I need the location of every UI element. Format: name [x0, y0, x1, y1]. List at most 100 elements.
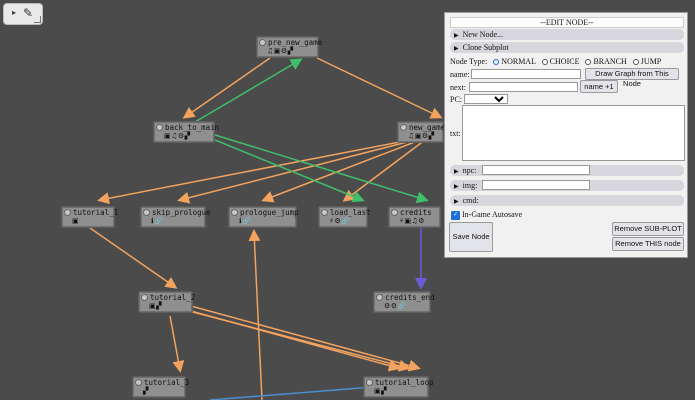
caret-right-icon: ▶: [454, 199, 459, 205]
img-label: img:: [462, 181, 478, 190]
radio-choice[interactable]: [541, 59, 548, 66]
next-input[interactable]: [469, 82, 578, 92]
pc-select[interactable]: [464, 94, 508, 104]
node-new-game[interactable]: new_game ♫▣⚙▞: [397, 121, 446, 143]
remove-subplot-button[interactable]: Remove SUB-PLOT: [612, 222, 684, 236]
radio-normal[interactable]: [493, 59, 500, 66]
name-plus-one-button[interactable]: name +1: [580, 80, 618, 93]
npc-label: npc:: [462, 166, 477, 175]
node-select-dot[interactable]: [64, 209, 71, 216]
node-select-dot[interactable]: [366, 379, 373, 386]
node-tutorial-3[interactable]: tutorial_3 ▞: [132, 376, 190, 398]
node-prologue-jump[interactable]: prologue_jump ℹ🔗: [228, 206, 299, 228]
node-tutorial-2[interactable]: tutorial_2 ▣▞: [138, 291, 195, 313]
clone-subplot-label: Clone Subplot: [462, 43, 509, 52]
play-icon[interactable]: ▸: [12, 8, 17, 17]
node-feature-icons: ▣▞: [149, 302, 162, 310]
node-feature-icons: ▞: [143, 387, 149, 395]
autosave-label: In-Game Autosave: [462, 210, 523, 219]
caret-right-icon: ▶: [454, 33, 459, 39]
node-tutorial-loop[interactable]: tutorial_loop ▣▞: [363, 376, 434, 398]
edge-new-to-prologue: [261, 139, 421, 203]
caret-right-icon: ▶: [454, 46, 459, 52]
node-select-dot[interactable]: [259, 39, 266, 46]
node-title: credits_end: [385, 293, 435, 302]
radio-normal-label: NORMAL: [501, 57, 536, 66]
remove-node-button[interactable]: Remove THIS node: [612, 237, 684, 251]
txt-label: txt:: [450, 129, 461, 138]
node-title: tutorial_3: [144, 378, 190, 387]
node-title: pre_new_game: [268, 38, 323, 47]
radio-branch-label: BRANCH: [593, 57, 627, 66]
node-title: tutorial_loop: [375, 378, 434, 387]
node-title: credits: [400, 208, 432, 217]
node-skip-prologue[interactable]: skip_prologue ℹ🔗: [140, 206, 211, 228]
node-title: new_game: [409, 123, 446, 132]
radio-branch[interactable]: [585, 59, 592, 66]
node-select-dot[interactable]: [156, 124, 163, 131]
edge-new-to-load: [342, 139, 426, 202]
edge-t1-to-t2: [89, 227, 178, 289]
node-back-to-main[interactable]: back_to_main ▣♫⚙▞: [153, 121, 219, 143]
node-feature-icons: ▣▞: [374, 387, 387, 395]
edge-t2-to-loop-c: [184, 309, 411, 372]
autosave-checkbox[interactable]: ✓: [451, 211, 460, 220]
edge-t2-to-t3: [169, 315, 185, 373]
clone-subplot-accordion[interactable]: ▶Clone Subplot: [450, 42, 684, 53]
node-feature-icons: ℹ🔗: [151, 217, 164, 225]
node-title: skip_prologue: [152, 208, 211, 217]
edge-back-to-pre: [194, 58, 303, 123]
draw-graph-button[interactable]: Draw Graph from This Node: [585, 68, 679, 88]
node-title: load_last: [330, 208, 371, 217]
node-title: tutorial_1: [73, 208, 119, 217]
name-input[interactable]: [471, 69, 581, 79]
save-node-button[interactable]: Save Node: [449, 222, 493, 252]
node-feature-icons: ⚙⚙🔗: [384, 302, 407, 310]
radio-choice-label: CHOICE: [549, 57, 580, 66]
node-select-dot[interactable]: [321, 209, 328, 216]
new-node-accordion[interactable]: ▶New Node...: [450, 29, 684, 40]
edge-pre-to-new: [316, 57, 443, 119]
edit-node-panel: --EDIT NODE-- ▶New Node... ▶Clone Subplo…: [444, 12, 688, 258]
node-title: prologue_jump: [240, 208, 299, 217]
node-feature-icons: ♫▣⚙▞: [267, 47, 294, 55]
node-feature-icons: ⚡⚙🔗: [329, 217, 351, 225]
resize-handle[interactable]: [34, 16, 41, 23]
node-select-dot[interactable]: [391, 209, 398, 216]
edge-back-to-load: [214, 139, 365, 203]
node-select-dot[interactable]: [231, 209, 238, 216]
node-select-dot[interactable]: [400, 124, 407, 131]
radio-jump[interactable]: [632, 59, 639, 66]
pc-label: PC:: [450, 95, 463, 104]
npc-input[interactable]: [482, 165, 590, 175]
node-feature-icons: ♫▣⚙▞: [408, 132, 435, 140]
node-credits[interactable]: credits ⚡▣♫⚙: [388, 206, 441, 228]
node-type-label: Node Type:: [450, 57, 488, 66]
edge-blue: [209, 385, 386, 400]
mode-toolbar[interactable]: ▸ ✎: [3, 3, 43, 25]
edge-up-prologue: [248, 229, 263, 400]
edge-new-to-t1: [97, 139, 411, 205]
next-label: next:: [450, 83, 466, 92]
node-feature-icons: ⚡▣♫⚙: [399, 217, 426, 225]
new-node-label: New Node...: [462, 30, 504, 39]
caret-right-icon: ▶: [454, 184, 459, 190]
node-select-dot[interactable]: [135, 379, 142, 386]
pencil-icon[interactable]: ✎: [23, 6, 34, 20]
node-pre-new-game[interactable]: pre_new_game ♫▣⚙▞: [256, 36, 323, 58]
img-input[interactable]: [482, 180, 590, 190]
node-tutorial-1[interactable]: tutorial_1 ▣: [61, 206, 119, 228]
cmd-accordion[interactable]: ▶cmd:: [450, 195, 684, 206]
node-select-dot[interactable]: [143, 209, 150, 216]
node-select-dot[interactable]: [141, 294, 148, 301]
node-title: back_to_main: [165, 123, 220, 132]
node-load-last[interactable]: load_last ⚡⚙🔗: [318, 206, 371, 228]
cmd-label: cmd:: [462, 196, 479, 205]
node-feature-icons: ▣: [72, 217, 80, 225]
node-credits-end[interactable]: credits_end ⚙⚙🔗: [373, 291, 435, 313]
txt-textarea[interactable]: [462, 105, 685, 161]
edge-t2-to-loop-b: [179, 302, 421, 372]
node-select-dot[interactable]: [376, 294, 383, 301]
